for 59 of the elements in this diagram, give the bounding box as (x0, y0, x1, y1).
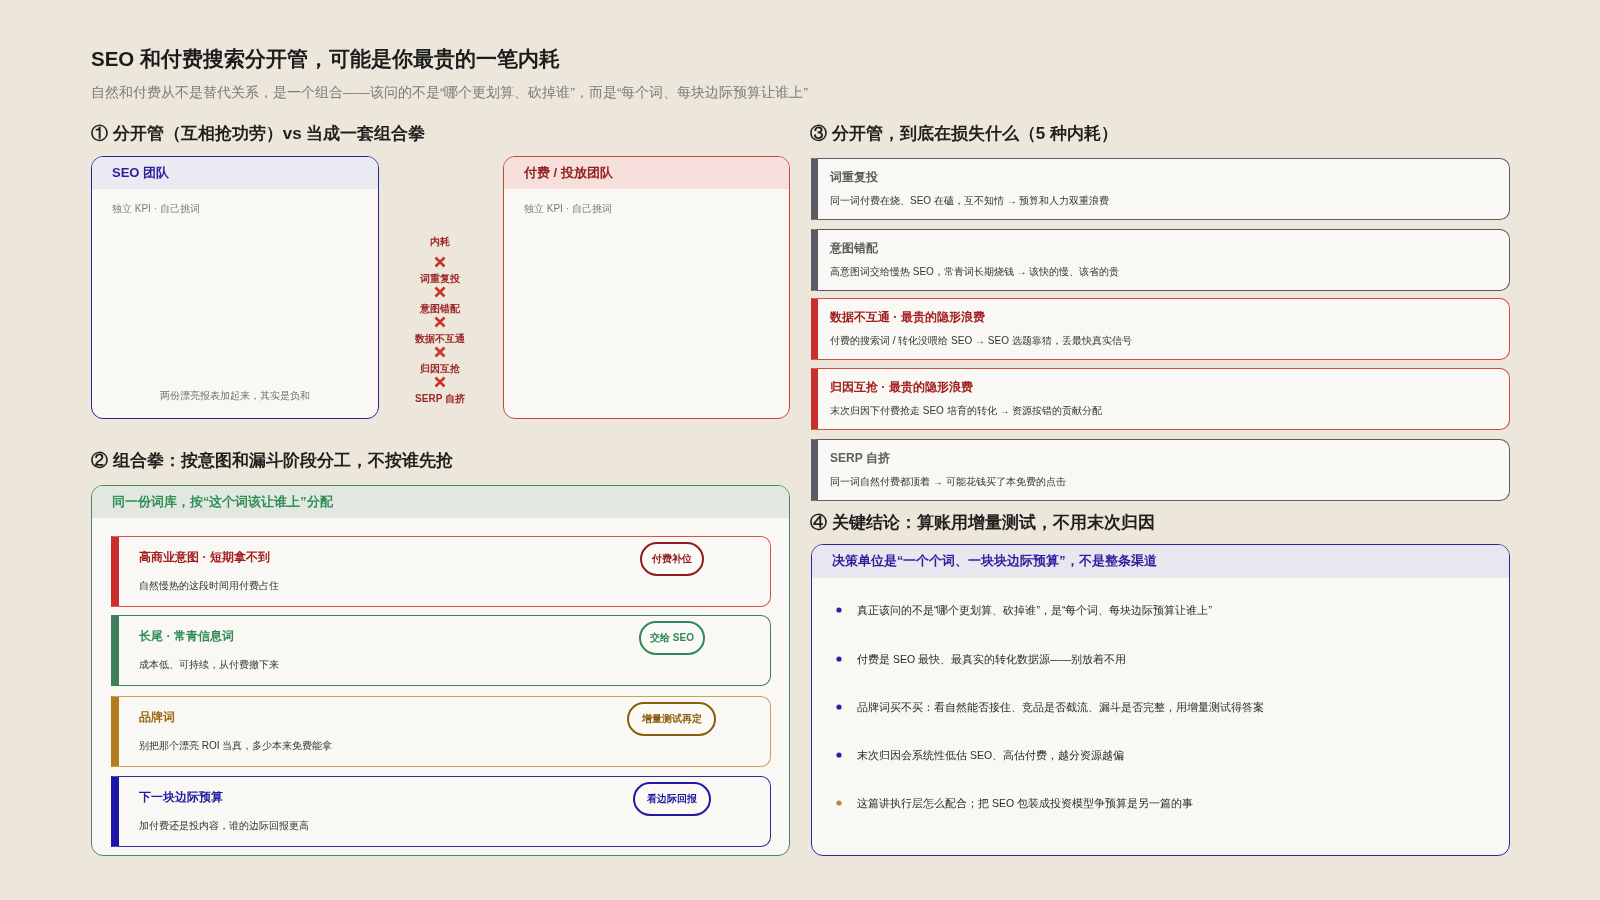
bullet-text: 付费是 SEO 最快、最真实的转化数据源——别放着不用 (857, 652, 1126, 667)
bullet-text: 末次归因会系统性低估 SEO、高估付费，越分资源越偏 (857, 748, 1125, 763)
column-heading: 内耗 (430, 234, 450, 249)
row-description: 成本低、可持续，从付费撤下来 (139, 658, 279, 672)
section-heading: ③ 分开管，到底在损失什么（5 种内耗） (810, 123, 1118, 145)
card-title: 归因互抢 · 最贵的隐形浪费 (830, 379, 973, 396)
loss-label: 词重复投 (420, 271, 460, 286)
card-title: SERP 自挤 (830, 450, 890, 467)
loss-label: 数据不互通 (415, 331, 465, 346)
category-row (111, 776, 771, 847)
panel-header: 决策单位是“一个个词、一块块边际预算”，不是整条渠道 (812, 545, 1509, 578)
row-title: 高商业意图 · 短期拿不到 (139, 549, 270, 566)
loss-card (811, 298, 1510, 360)
row-description: 别把那个漂亮 ROI 当真，多少本来免费能拿 (139, 739, 333, 753)
action-pill: 付费补位 (640, 542, 704, 576)
action-pill: 看边际回报 (633, 782, 711, 816)
category-row (111, 615, 771, 686)
panel-header: 付费 / 投放团队 (504, 157, 789, 189)
team-panel (91, 156, 379, 419)
card-description: 同一词付费在烧、SEO 在磕，互不知情 → 预算和人力双重浪费 (830, 194, 1110, 208)
card-description: 末次归因下付费抢走 SEO 培育的转化 → 资源按错的贡献分配 (830, 404, 1103, 418)
card-title: 词重复投 (830, 169, 878, 186)
loss-card (811, 439, 1510, 501)
allocation-panel (91, 485, 790, 856)
row-title: 下一块边际预算 (139, 789, 223, 806)
loss-card (811, 368, 1510, 430)
row-title: 长尾 · 常青信息词 (139, 628, 234, 645)
loss-label: SERP 自挤 (415, 391, 465, 406)
panel-header: SEO 团队 (92, 157, 378, 189)
panel-note: 独立 KPI · 自己挑词 (112, 202, 200, 216)
category-row (111, 696, 771, 767)
panel-header: 同一份词库，按“这个词该让谁上”分配 (92, 486, 789, 518)
bullet-text: 这篇讲执行层怎么配合；把 SEO 包装成投资模型争预算是另一篇的事 (857, 796, 1193, 811)
section-heading: ② 组合拳：按意图和漏斗阶段分工，不按谁先抢 (91, 450, 453, 472)
bullet-text: 品牌词买不买：看自然能否接住、竞品是否截流、漏斗是否完整，用增量测试得答案 (857, 700, 1264, 715)
section-heading: ④ 关键结论：算账用增量测试，不用末次归因 (810, 512, 1155, 534)
category-row (111, 536, 771, 607)
card-title: 意图错配 (830, 240, 878, 257)
row-description: 加付费还是投内容，谁的边际回报更高 (139, 819, 309, 833)
section-heading: ① 分开管（互相抢功劳）vs 当成一套组合拳 (91, 123, 426, 145)
loss-label: 意图错配 (420, 301, 460, 316)
panel-note: 独立 KPI · 自己挑词 (524, 202, 612, 216)
subtitle: 自然和付费从不是替代关系，是一个组合——该问的不是“哪个更划算、砍掉谁”，而是“每个词、每块边际预算让谁上” (91, 84, 808, 102)
team-panel (503, 156, 790, 419)
row-description: 自然慢热的这段时间用付费占住 (139, 579, 279, 593)
card-title: 数据不互通 · 最贵的隐形浪费 (830, 309, 985, 326)
card-description: 同一词自然付费都顶着 → 可能花钱买了本免费的点击 (830, 475, 1066, 489)
row-title: 品牌词 (139, 709, 175, 726)
conclusion-panel (811, 544, 1510, 856)
action-pill: 交给 SEO (639, 621, 705, 655)
action-pill: 增量测试再定 (627, 702, 716, 736)
panel-footnote: 两份漂亮报表加起来，其实是负和 (160, 389, 310, 403)
loss-card (811, 158, 1510, 220)
page-title: SEO 和付费搜索分开管，可能是你最贵的一笔内耗 (91, 46, 560, 72)
card-description: 高意图词交给慢热 SEO，常青词长期烧钱 → 该快的慢、该省的贵 (830, 265, 1120, 279)
loss-label: 归因互抢 (420, 361, 460, 376)
loss-card (811, 229, 1510, 291)
card-description: 付费的搜索词 / 转化没喂给 SEO → SEO 选题靠猜，丢最快真实信号 (830, 334, 1132, 348)
bullet-text: 真正该问的不是“哪个更划算、砍掉谁”，是“每个词、每块边际预算让谁上” (857, 603, 1212, 618)
